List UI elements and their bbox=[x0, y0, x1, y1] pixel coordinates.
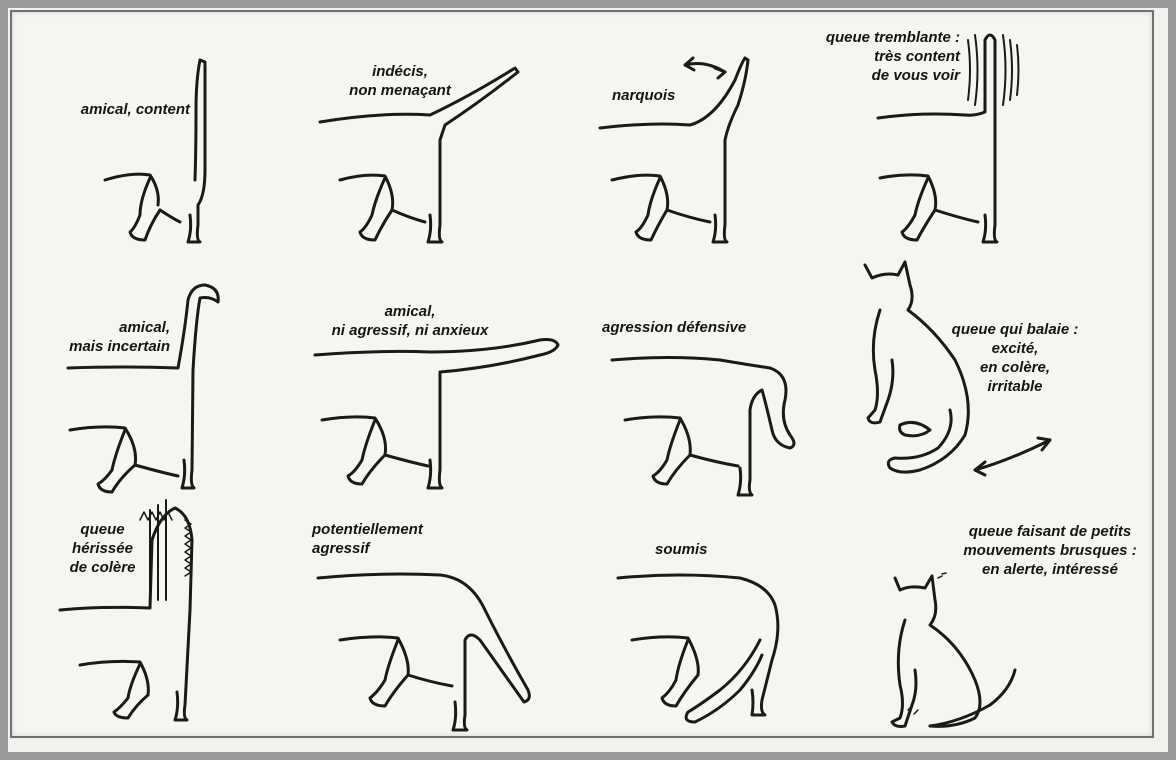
label-friendly: amical, content bbox=[30, 100, 190, 119]
label-line: soumis bbox=[655, 540, 708, 559]
label-line: hérissée bbox=[55, 539, 150, 558]
label-line: indécis, bbox=[300, 62, 500, 81]
label-line: de colère bbox=[55, 558, 150, 577]
label-line: irritable bbox=[930, 377, 1100, 396]
label-line: queue tremblante : bbox=[740, 28, 960, 47]
label-line: amical, bbox=[300, 302, 520, 321]
label-line: de vous voir bbox=[740, 66, 960, 85]
label-mocking: narquois bbox=[612, 86, 675, 105]
label-line: très content bbox=[740, 47, 960, 66]
label-submissive: soumis bbox=[655, 540, 708, 559]
label-twitching: queue faisant de petits mouvements brusq… bbox=[940, 522, 1160, 579]
label-trembling: queue tremblante : très content de vous … bbox=[740, 28, 960, 85]
label-undecided: indécis, non menaçant bbox=[300, 62, 500, 100]
cat-friendly-uncertain-drawing bbox=[68, 285, 218, 492]
label-line: queue faisant de petits bbox=[940, 522, 1160, 541]
label-line: agressif bbox=[312, 539, 423, 558]
label-line: amical, bbox=[30, 318, 170, 337]
cat-submissive-drawing bbox=[618, 575, 778, 722]
cat-twitching-drawing bbox=[892, 573, 1015, 727]
label-line: excité, bbox=[930, 339, 1100, 358]
label-bristled: queue hérissée de colère bbox=[55, 520, 150, 577]
cat-defensive-drawing bbox=[612, 358, 794, 496]
cat-friendly-drawing bbox=[105, 60, 205, 242]
label-line: potentiellement bbox=[312, 520, 423, 539]
label-line: mais incertain bbox=[30, 337, 170, 356]
label-sweeping: queue qui balaie : excité, en colère, ir… bbox=[930, 320, 1100, 396]
label-line: en colère, bbox=[930, 358, 1100, 377]
label-line: amical, content bbox=[30, 100, 190, 119]
cat-friendly-neutral-drawing bbox=[315, 340, 558, 488]
label-line: non menaçant bbox=[300, 81, 500, 100]
label-friendly-neutral: amical, ni agressif, ni anxieux bbox=[300, 302, 520, 340]
label-friendly-uncertain: amical, mais incertain bbox=[30, 318, 170, 356]
cat-potentially-aggressive-drawing bbox=[318, 574, 529, 730]
label-line: en alerte, intéressé bbox=[940, 560, 1160, 579]
label-line: queue bbox=[55, 520, 150, 539]
label-line: queue qui balaie : bbox=[930, 320, 1100, 339]
label-defensive: agression défensive bbox=[602, 318, 746, 337]
label-line: agression défensive bbox=[602, 318, 746, 337]
label-line: narquois bbox=[612, 86, 675, 105]
label-potentially-aggressive: potentiellement agressif bbox=[312, 520, 423, 558]
label-line: ni agressif, ni anxieux bbox=[300, 321, 520, 340]
label-line: mouvements brusques : bbox=[940, 541, 1160, 560]
